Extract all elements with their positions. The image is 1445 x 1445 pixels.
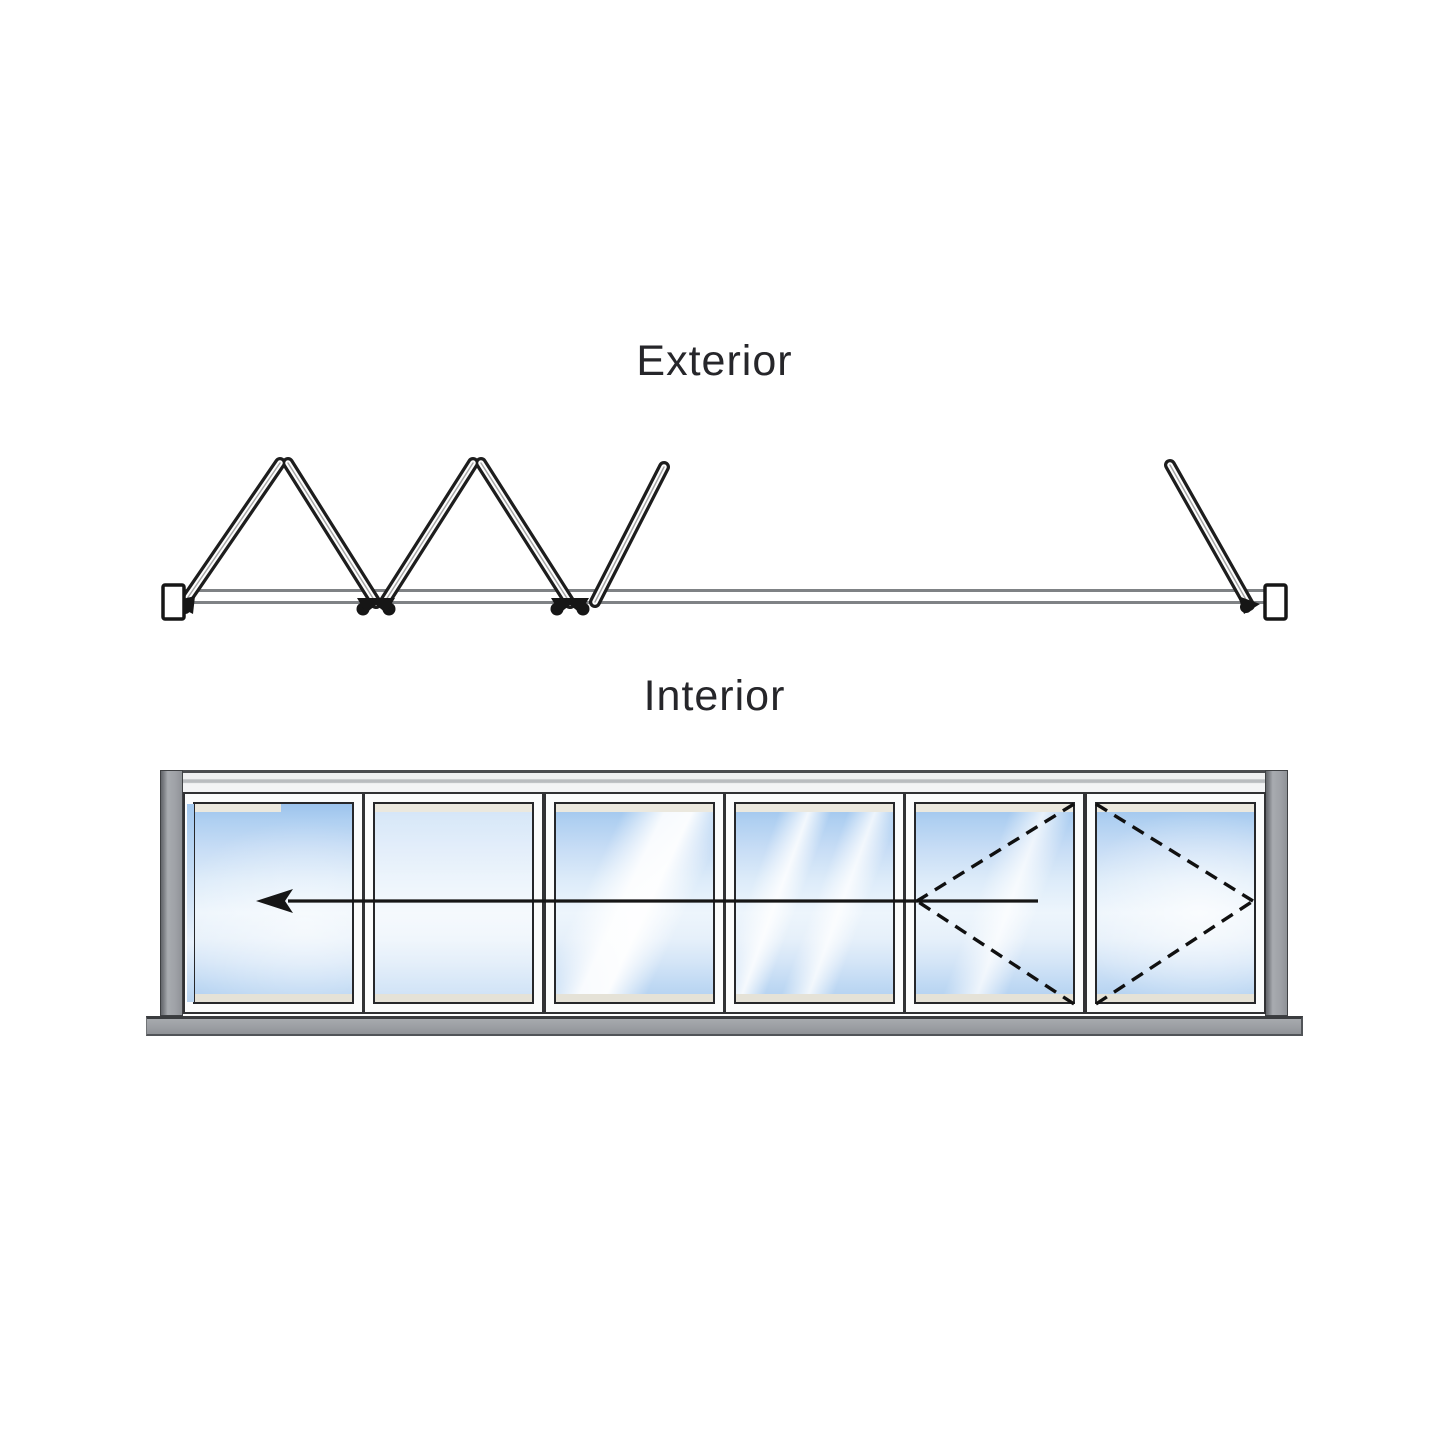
glass-pane-2 (373, 802, 535, 1004)
door-panel-5 (904, 792, 1086, 1014)
glass-reflection (375, 804, 533, 1002)
glass-reflection (555, 804, 713, 1002)
glass-highlight-strip (195, 994, 352, 1002)
folded-panel-stack (176, 457, 1255, 612)
glass-reflection (195, 804, 352, 1002)
glass-pane-6 (1094, 802, 1256, 1004)
glass-reflection (1096, 804, 1254, 1002)
glass-highlight-strip (375, 804, 533, 812)
plan-view (161, 457, 1288, 621)
glass-pane-4 (734, 802, 895, 1004)
glass-highlight-strip (555, 804, 713, 812)
elevation-view (146, 768, 1310, 1036)
door-panel-3 (543, 792, 725, 1014)
glass-reflection (916, 804, 1074, 1002)
glass-highlight-strip (1096, 804, 1254, 812)
plan-right-jamb (1263, 583, 1288, 621)
track (184, 589, 1265, 604)
glass-pane-1 (193, 802, 354, 1004)
glass-edge-bleed (187, 804, 194, 1002)
interior-label: Interior (643, 672, 786, 720)
exterior-label: Exterior (636, 337, 793, 385)
glass-highlight-strip (1096, 994, 1254, 1002)
hinge-knuckle-2 (550, 598, 590, 616)
glass-highlight-strip (195, 804, 282, 812)
right-jamb (1265, 770, 1288, 1016)
door-panel-2 (363, 792, 545, 1014)
glass-pane-5 (914, 802, 1076, 1004)
hinge-knuckle-1 (356, 598, 396, 616)
left-jamb (160, 770, 183, 1016)
glass-highlight-strip (375, 994, 533, 1002)
swing-hinge (1238, 596, 1260, 614)
glass-highlight-strip (555, 994, 713, 1002)
sill (146, 1016, 1303, 1036)
glass-reflection (736, 804, 893, 1002)
door-panel-6 (1084, 792, 1266, 1014)
door-panel-4 (724, 792, 905, 1014)
glass-highlight-strip (916, 994, 1074, 1002)
door-panel-1 (183, 792, 364, 1014)
head-frame (182, 770, 1266, 792)
glass-pane-3 (553, 802, 715, 1004)
plan-left-jamb (161, 583, 186, 621)
glass-highlight-strip (916, 804, 1074, 812)
glass-highlight-strip (736, 804, 893, 812)
glass-highlight-strip (736, 994, 893, 1002)
